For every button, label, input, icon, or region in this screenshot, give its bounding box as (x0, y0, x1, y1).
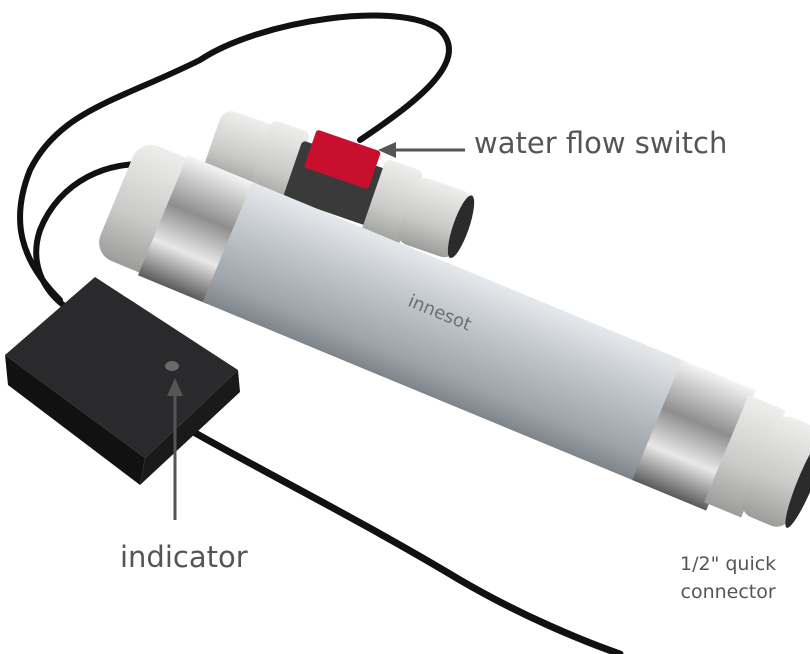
indicator-arrow (167, 378, 183, 520)
quick-connector-label: 1/2" quick connector (680, 550, 776, 606)
switch-red-housing (304, 130, 381, 189)
quick-connector-label-line2: connector (680, 581, 776, 603)
indicator-box (5, 277, 240, 485)
flow-switch-arrow (378, 142, 465, 158)
indicator-led (165, 361, 179, 371)
quick-connector-label-line1: 1/2" quick (680, 553, 777, 575)
uv-tube: innesot (99, 144, 810, 528)
water-flow-switch (204, 111, 475, 258)
cables (17, 12, 624, 654)
indicator-label: indicator (120, 540, 248, 574)
water-flow-switch-label: water flow switch (474, 126, 728, 160)
